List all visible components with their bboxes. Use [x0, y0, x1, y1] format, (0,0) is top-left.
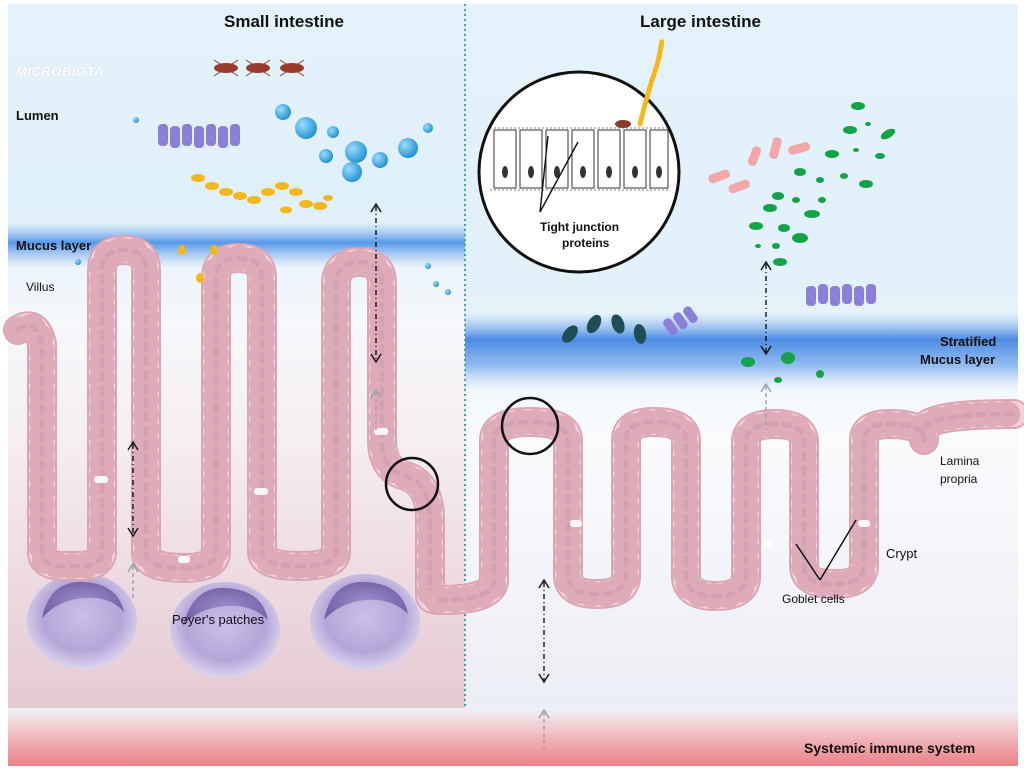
tight-junction-inset [477, 37, 681, 274]
yellow-bacteria-group [178, 174, 333, 283]
pink-bacteria-group [708, 137, 811, 194]
microbiota-label: MICROBIOTA [16, 64, 104, 79]
peyers-patches-label: Peyer's patches [172, 612, 265, 627]
systemic-immune-band [8, 708, 1018, 766]
peyers-patch [170, 582, 280, 678]
goblet-cells-label: Goblet cells [782, 592, 845, 606]
stratified-mucus-label-line1: Stratified [940, 334, 997, 349]
goblet-cells-pointer [795, 519, 857, 581]
small-intestine-title: Small intestine [224, 12, 344, 31]
double-arrow-icon [132, 206, 767, 680]
stratified-mucus-label-line2: Mucus layer [920, 352, 996, 367]
villi-cell-layer [3, 235, 455, 615]
blue-bacteria-group [75, 104, 451, 295]
peyers-patch [27, 573, 137, 669]
tight-junction-label-line2: proteins [562, 236, 610, 250]
faint-arrows [127, 382, 772, 750]
goblet-cells-group [94, 428, 870, 563]
purple-bacteria-group [663, 284, 876, 336]
systemic-immune-label: Systemic immune system [804, 740, 976, 756]
crypt-label: Crypt [886, 546, 918, 561]
magnifier-circle-icon [500, 396, 560, 456]
mucus-layer-label: Mucus layer [16, 238, 92, 253]
lamina-propria-label-line1: Lamina [940, 454, 980, 468]
crypt-cell-layer [425, 399, 1024, 615]
villus-label: Villus [26, 280, 55, 294]
lumen-label: Lumen [16, 108, 59, 123]
arrow-heads [127, 202, 772, 684]
stratified-mucus-band [465, 312, 1018, 390]
peyers-patch [310, 574, 420, 670]
magnifier-circle-icon [384, 456, 440, 512]
dark-teal-bacteria-group [562, 314, 647, 344]
green-bacteria-group [741, 102, 896, 383]
lamina-propria-label-line2: propria [940, 472, 978, 486]
large-intestine-title: Large intestine [640, 12, 761, 31]
bacteria-cluster-icon [615, 120, 631, 128]
tight-junction-label-line1: Tight junction [540, 220, 620, 234]
bacteria-cluster-icon [213, 59, 305, 77]
purple-bacteria-group [158, 124, 240, 148]
